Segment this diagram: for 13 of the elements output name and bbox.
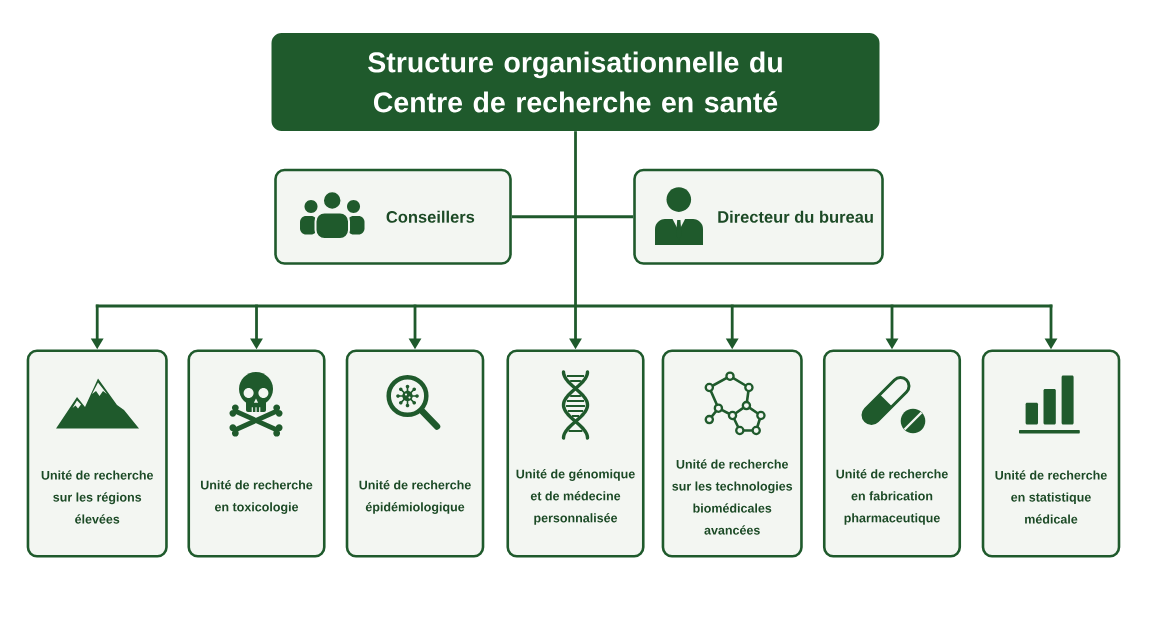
unit-box: Unité de recherche en statistique médicale	[981, 349, 1121, 558]
connector-line	[575, 215, 634, 219]
role-box: Directeur du bureau	[633, 168, 884, 265]
unit-box: Unité de recherche en toxicologie	[187, 349, 326, 558]
connector-line	[574, 131, 577, 306]
unit-box: Unité de génomique et de médecine personnalisée	[506, 349, 645, 558]
unit-box: Unité de recherche sur les régions élevées	[26, 349, 168, 558]
title-box: Structure organisationnelle du Centre de recherche en santé	[271, 33, 880, 131]
unit-box: Unité de recherche en fabrication pharmaceutique	[822, 349, 962, 558]
connector-line	[511, 215, 576, 219]
unit-box: Unité de recherche épidémiologique	[345, 349, 485, 558]
role-box: Conseillers	[274, 168, 512, 265]
unit-box: Unité de recherche sur les technologies biomédicales avancées	[661, 349, 803, 558]
